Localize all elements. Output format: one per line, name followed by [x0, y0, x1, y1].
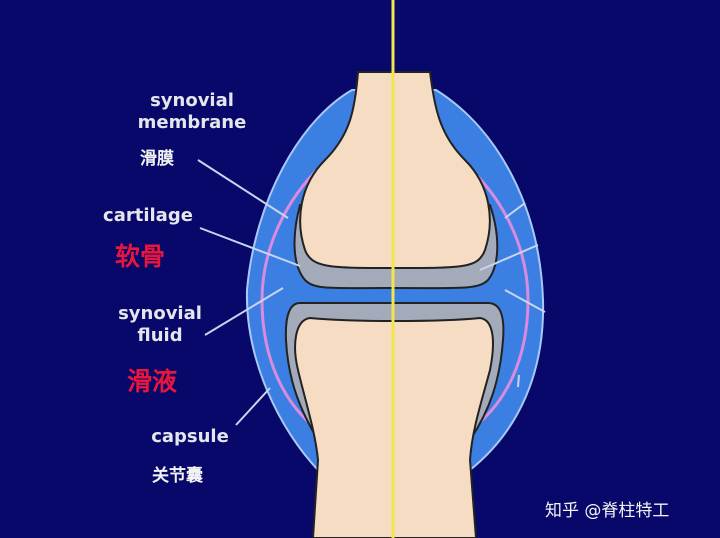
label-synovial-membrane-zh: 滑膜	[140, 149, 174, 169]
label-synovial-fluid-line1: synovial	[118, 303, 202, 324]
label-capsule: capsule	[151, 426, 229, 447]
label-synovial-membrane: synovial membrane	[132, 90, 252, 134]
synovial-membrane-right	[464, 163, 530, 432]
watermark: 知乎 @脊柱特工	[545, 501, 670, 521]
label-synovial-fluid-line2: fluid	[137, 325, 183, 346]
upper-bone	[299, 71, 491, 269]
label-synovial-membrane-line2: membrane	[137, 112, 247, 133]
label-synovial-fluid-zh: 滑液	[127, 367, 178, 396]
label-synovial-membrane-line1: synovial	[150, 90, 234, 111]
leader-lines	[197, 159, 546, 426]
label-capsule-zh: 关节囊	[152, 466, 203, 486]
label-synovial-fluid: synovial fluid	[112, 303, 208, 347]
label-cartilage-zh: 软骨	[115, 242, 166, 271]
label-cartilage: cartilage	[103, 205, 193, 226]
